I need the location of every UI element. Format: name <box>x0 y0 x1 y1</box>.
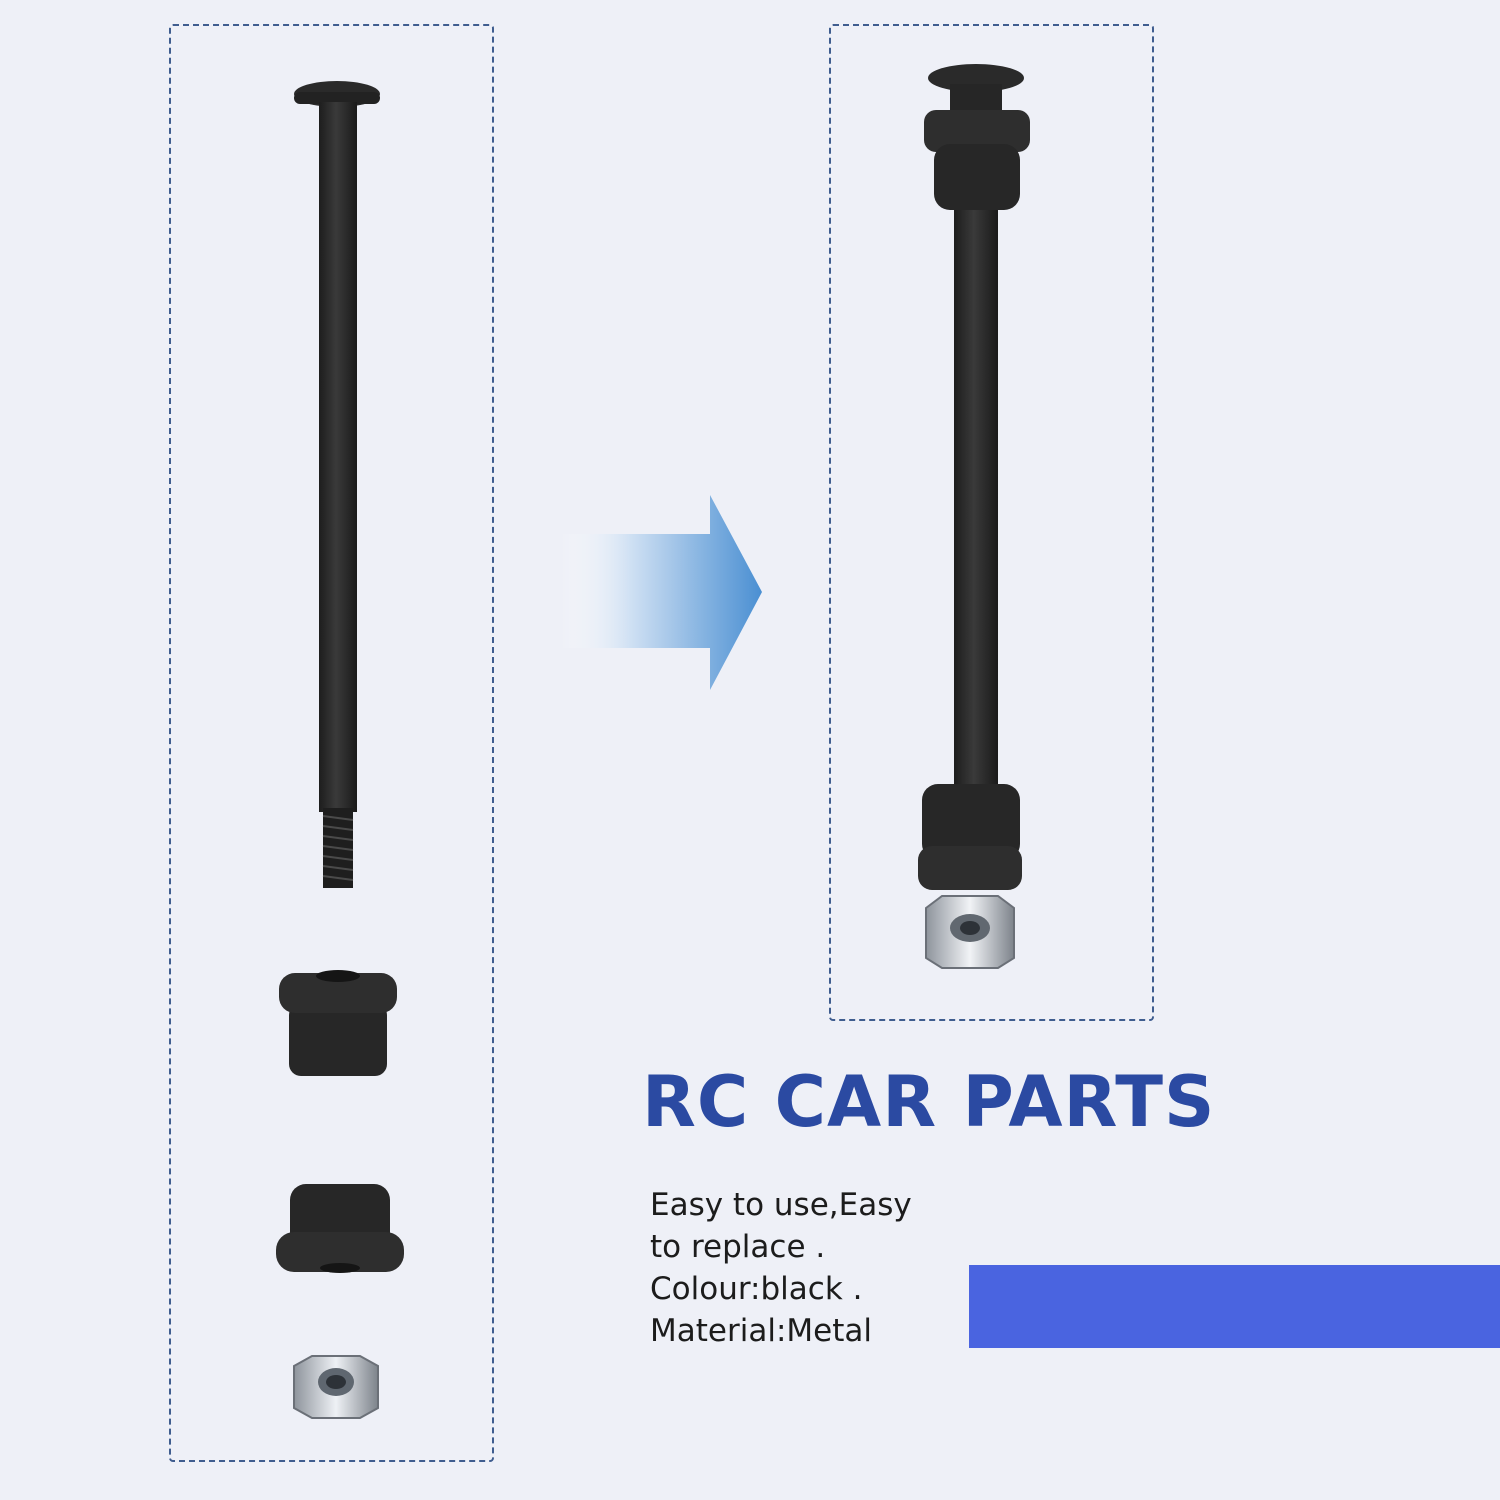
bushing-icon <box>279 970 397 1076</box>
hinge-pin-icon <box>918 64 1030 969</box>
parts-frame-right <box>829 24 1154 1021</box>
description-line: to replace . <box>650 1229 826 1265</box>
lock-nut-icon <box>293 1355 379 1419</box>
description-line: Easy to use,Easy <box>650 1187 912 1223</box>
description: Easy to use,Easy to replace . Colour:bla… <box>650 1184 970 1352</box>
headline: RC CAR PARTS <box>642 1061 1216 1143</box>
description-line: Colour:black . <box>650 1271 863 1307</box>
hinge-pin-icon <box>294 81 380 888</box>
accent-bar <box>969 1265 1500 1348</box>
description-line: Material:Metal <box>650 1313 872 1349</box>
right-arrow-icon <box>560 495 762 690</box>
parts-frame-left <box>169 24 494 1462</box>
bushing-icon <box>276 1184 404 1273</box>
